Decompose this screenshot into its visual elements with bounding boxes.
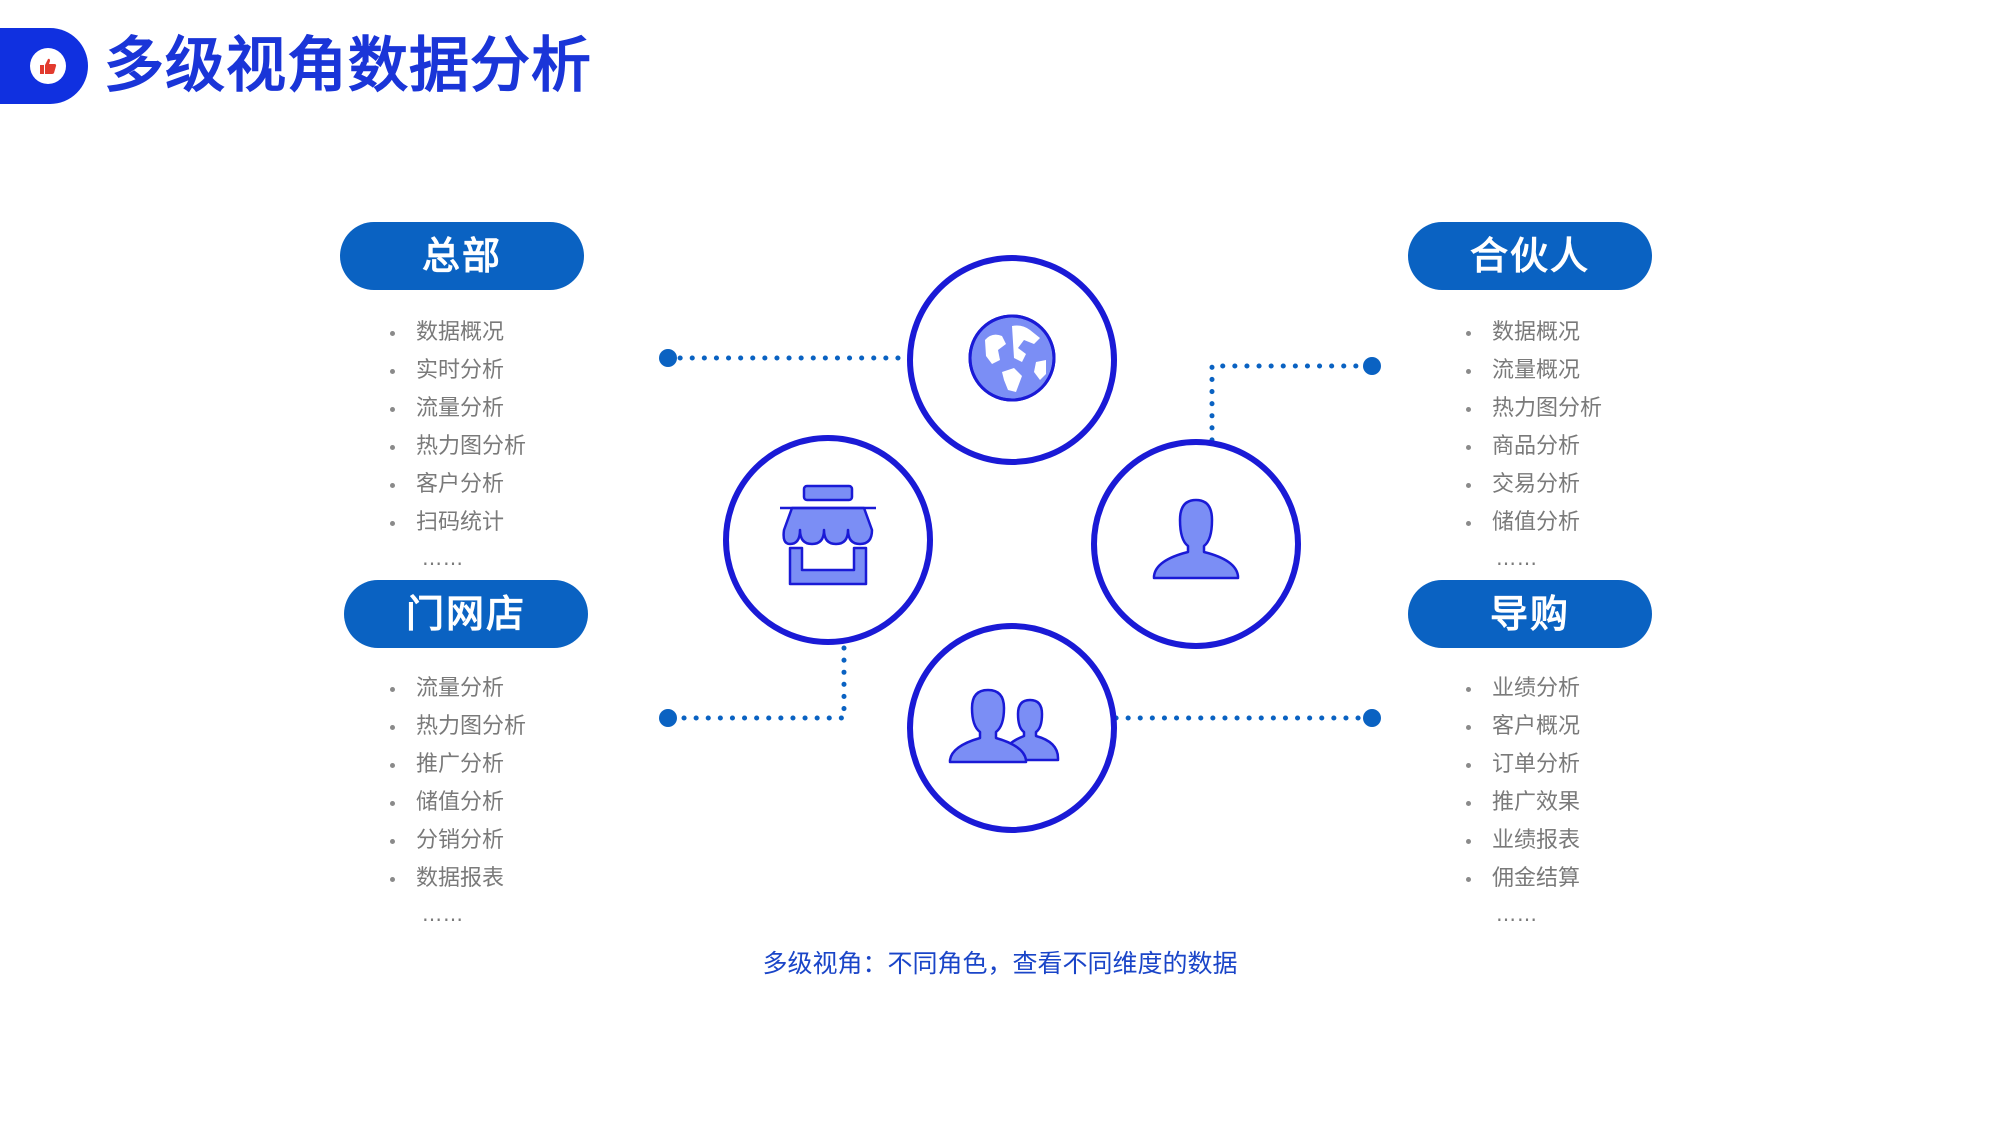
connector-partner [1209,363,1375,443]
list-item: 储值分析 [390,784,526,822]
caption: 多级视角：不同角色，查看不同维度的数据 [762,949,1238,978]
person-icon [1152,498,1240,580]
circle-bottom [907,623,1117,833]
list-item: 储值分析 [1466,504,1602,542]
list-item: 数据概况 [1466,314,1602,352]
list-item: 推广效果 [1466,784,1580,822]
pill-headquarters: 总部 [340,222,584,290]
list-item: 扫码统计 [390,504,526,542]
list-item: 数据概况 [390,314,526,352]
pill-partner: 合伙人 [1408,222,1652,290]
connector-dot-partner [1363,357,1381,375]
circle-top [907,255,1117,465]
pill-guide: 导购 [1408,580,1652,648]
list-headquarters: 数据概况 实时分析 流量分析 热力图分析 客户分析 扫码统计 [390,314,526,542]
list-item: 分销分析 [390,822,526,860]
list-item: 推广分析 [390,746,526,784]
list-item: 实时分析 [390,352,526,390]
group-icon [948,688,1060,764]
list-item: 商品分析 [1466,428,1602,466]
globe-icon [968,314,1056,402]
connector-dot-store [659,709,677,727]
list-item: 流量分析 [390,390,526,428]
connector-dot-guide [1363,709,1381,727]
list-item: 业绩报表 [1466,822,1580,860]
list-partner: 数据概况 流量概况 热力图分析 商品分析 交易分析 储值分析 [1466,314,1602,542]
list-item: 业绩分析 [1466,670,1580,708]
list-more-headquarters: …… [422,546,464,570]
thumbs-up-icon [30,48,66,84]
list-more-partner: …… [1496,546,1538,570]
list-item: 热力图分析 [390,428,526,466]
list-guide: 业绩分析 客户概况 订单分析 推广效果 业绩报表 佣金结算 [1466,670,1580,898]
list-item: 数据报表 [390,860,526,898]
list-item: 流量分析 [390,670,526,708]
circle-right [1091,439,1301,649]
list-item: 热力图分析 [390,708,526,746]
list-item: 佣金结算 [1466,860,1580,898]
list-item: 客户分析 [390,466,526,504]
connectors [659,349,1381,727]
list-item: 交易分析 [1466,466,1602,504]
header-badge [0,28,88,104]
list-item: 流量概况 [1466,352,1602,390]
page-title: 多级视角数据分析 [104,31,592,101]
pill-store: 门网店 [344,580,588,648]
list-more-guide: …… [1496,902,1538,926]
list-store: 流量分析 热力图分析 推广分析 储值分析 分销分析 数据报表 [390,670,526,898]
list-item: 订单分析 [1466,746,1580,784]
storefront-icon [780,484,876,586]
list-item: 热力图分析 [1466,390,1602,428]
list-more-store: …… [422,902,464,926]
connector-dot-headquarters [659,349,677,367]
list-item: 客户概况 [1466,708,1580,746]
connector-store [665,645,847,721]
circle-left [723,435,933,645]
